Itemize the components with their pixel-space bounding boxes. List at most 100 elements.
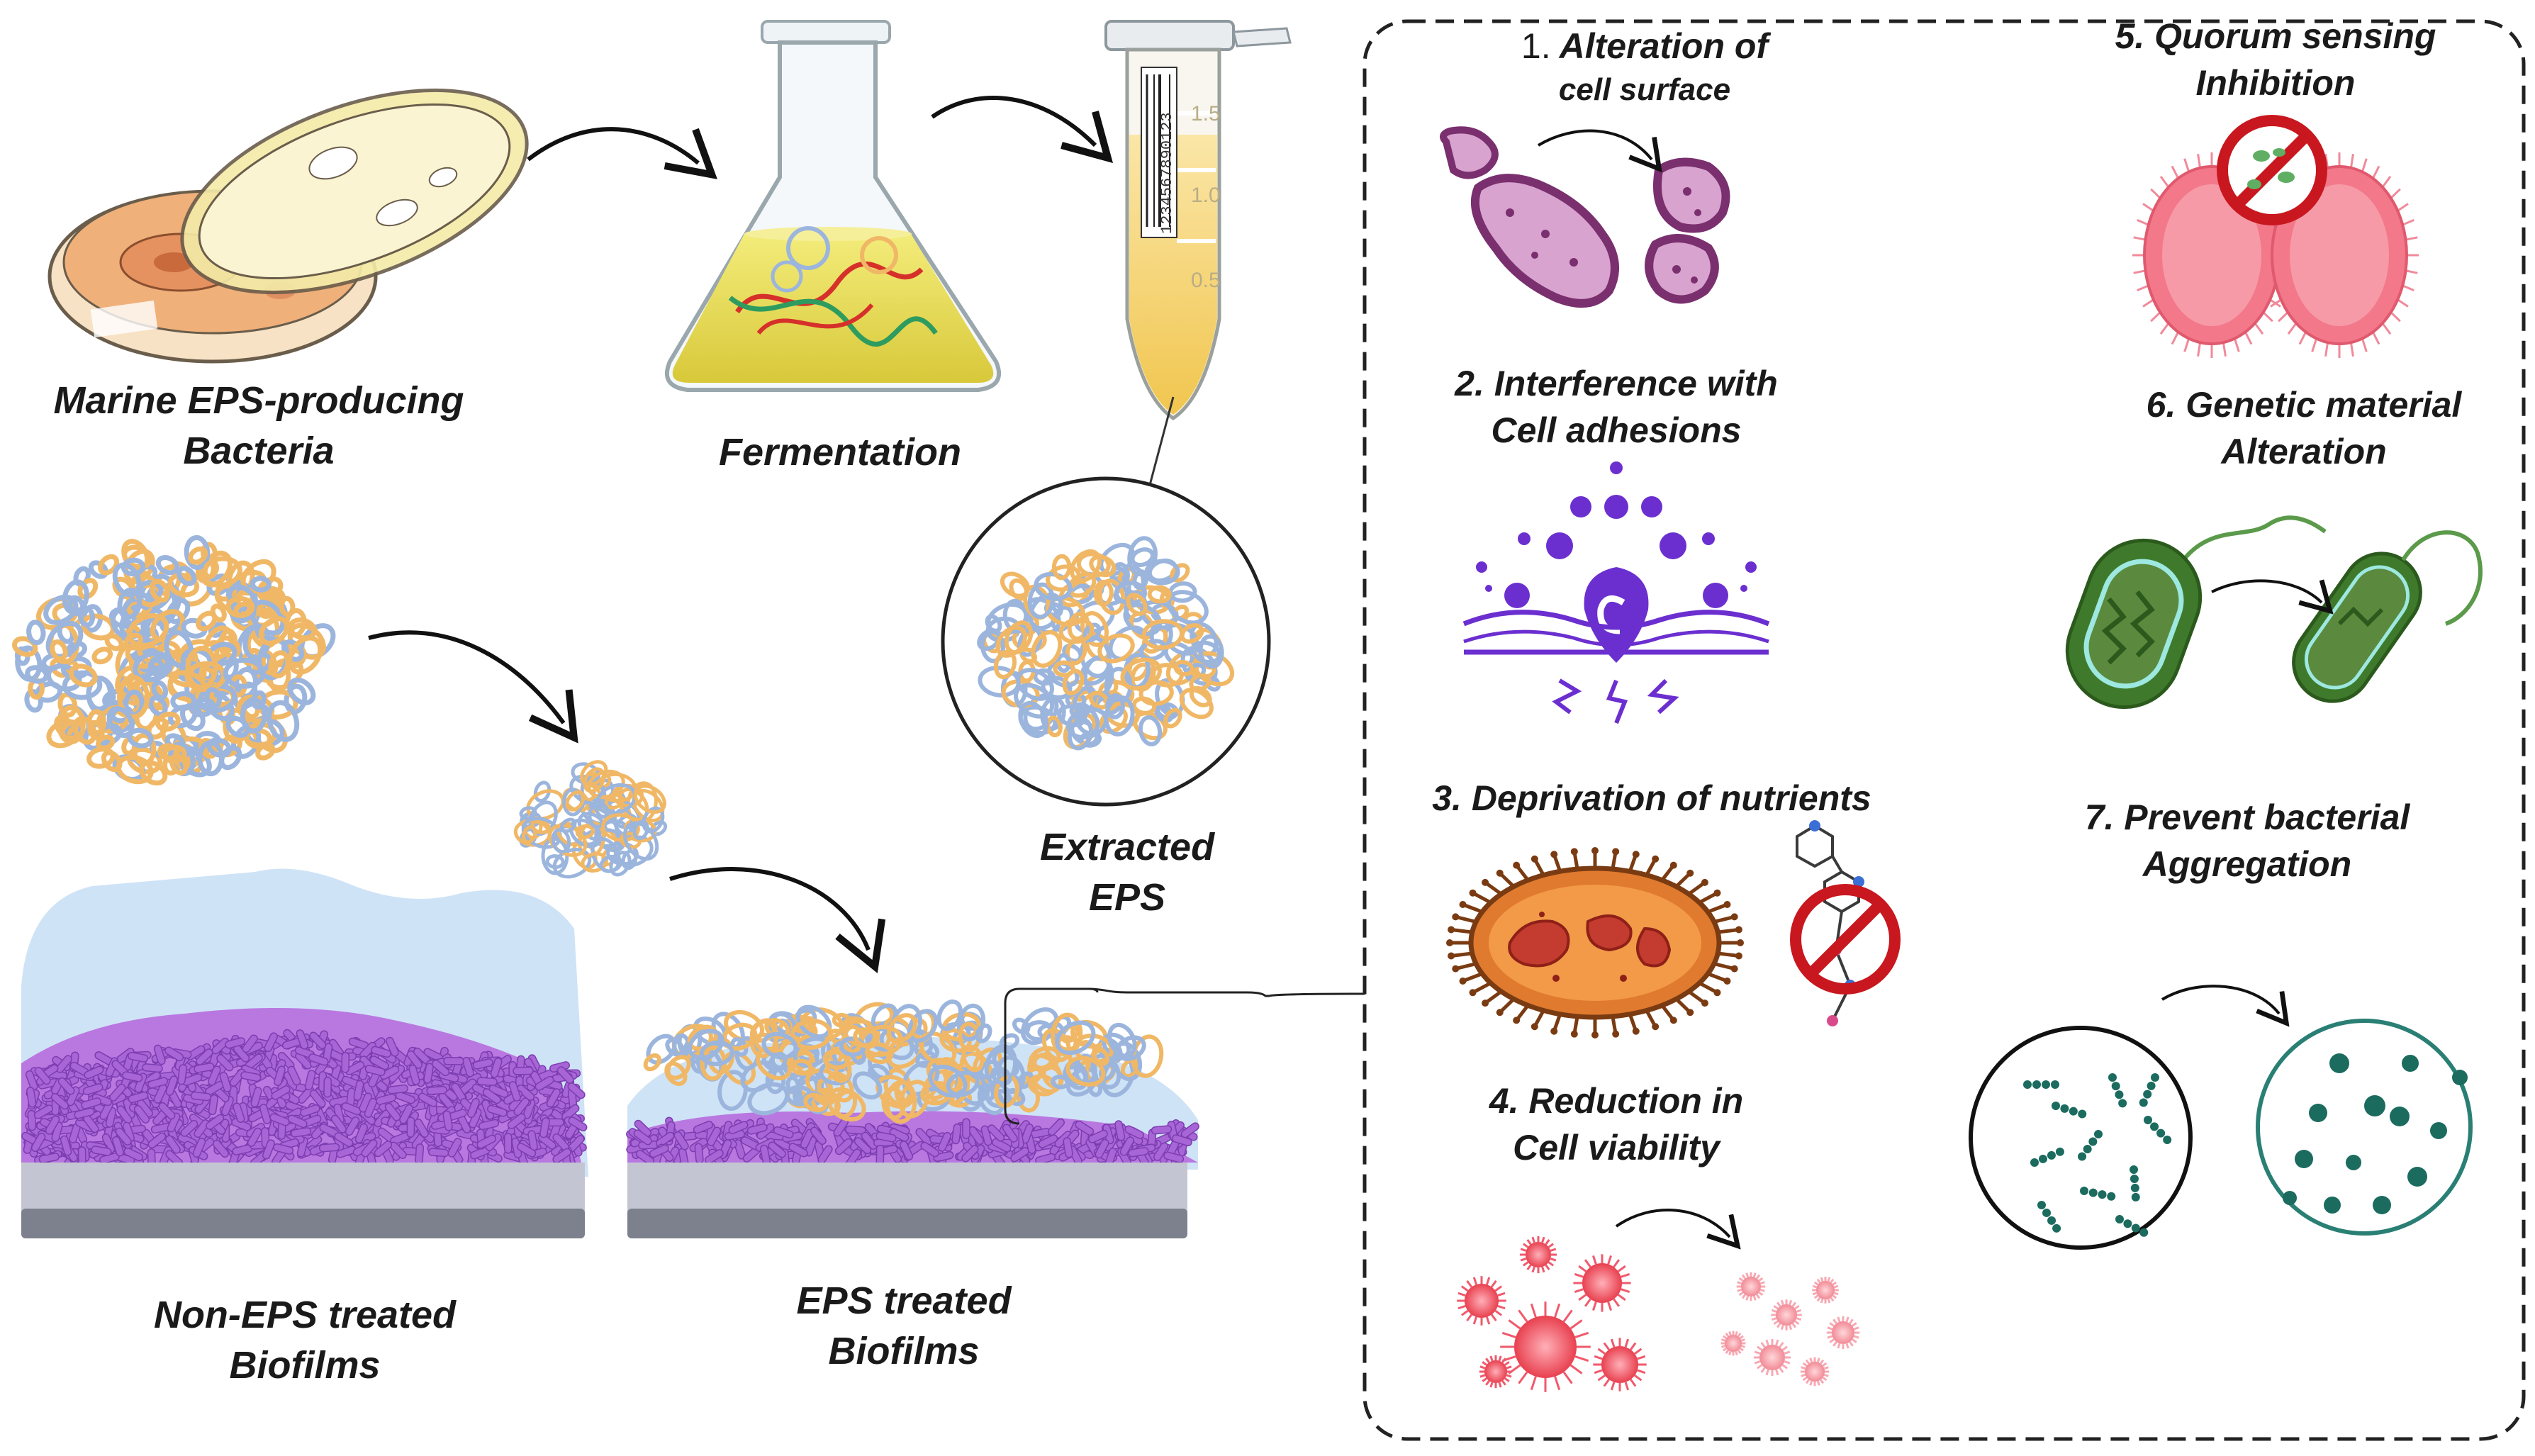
eps-strand: [1123, 603, 1163, 637]
bacterium-rod: [633, 1129, 652, 1146]
bacterium-rod: [426, 1085, 447, 1095]
cell-surface-alteration-icon: [1440, 126, 1730, 308]
bacterium-rod: [164, 1046, 184, 1062]
bacterium-rod: [649, 1144, 669, 1158]
bacterium-rod: [190, 1091, 212, 1102]
eps-strand: [60, 720, 86, 741]
eps-strand: [887, 1013, 918, 1043]
eps-strand: [533, 780, 552, 803]
eps-strand: [519, 806, 537, 820]
eps-strand: [936, 999, 963, 1031]
eps-strand: [1012, 1017, 1031, 1035]
bacterium-rod: [341, 1102, 362, 1116]
mechanism-2-line2: Cell adhesions: [1491, 410, 1742, 450]
petri-dish-icon: [47, 88, 529, 364]
mechanism-3-line1: 3. Deprivation of nutrients: [1432, 778, 1871, 818]
bacterium-rod: [330, 1114, 347, 1133]
eps-strand: [81, 604, 103, 633]
eps-strand: [1120, 657, 1162, 691]
bacterium-rod: [810, 1126, 827, 1146]
marine-label-line2: Bacteria: [183, 430, 335, 473]
bacterium-rod: [987, 1124, 1005, 1142]
bacterium-rod: [50, 1093, 69, 1110]
eps-strand: [1130, 547, 1155, 568]
bacterium-rod: [408, 1064, 420, 1085]
eps-strand: [1004, 620, 1034, 655]
bacterium-rod: [153, 1044, 166, 1065]
mechanism-5-line2: Inhibition: [2195, 63, 2356, 103]
bacterium-rod: [142, 1063, 163, 1073]
eps-strand: [530, 818, 551, 834]
eps-strand: [117, 675, 150, 719]
eps-strand: [1105, 693, 1125, 719]
eps-strand: [1114, 581, 1148, 605]
eps-strand: [1031, 629, 1063, 668]
bacterium-rod: [115, 1127, 132, 1146]
eps-strand: [583, 767, 606, 793]
eps-strand: [196, 610, 218, 632]
eps-strand: [569, 818, 602, 849]
bacterium-rod: [951, 1123, 962, 1145]
eps-strand: [121, 557, 146, 577]
bacterium-rod: [705, 1149, 724, 1165]
arrow-cell-surface: [1537, 129, 1662, 173]
eps-coating: [643, 999, 1164, 1124]
eps-strand: [1053, 660, 1075, 678]
prohibition-sign-icon: [1790, 884, 1901, 995]
mechanism-1-line2: cell surface: [1558, 72, 1731, 107]
eps-treated-label-line1: EPS treated: [796, 1279, 1012, 1322]
bacterium-rod: [673, 1131, 689, 1150]
eps-strand: [1051, 554, 1072, 581]
bacterium-rod: [273, 1143, 294, 1155]
eps-strand: [1017, 627, 1043, 657]
eps-strand: [632, 819, 649, 841]
eps-strand: [240, 697, 267, 734]
mechanism-5-line1: 5. Quorum sensing: [2115, 16, 2436, 56]
bacterium-rod: [221, 1096, 234, 1116]
bacterium-rod: [364, 1097, 377, 1119]
eps-strand: [1045, 564, 1082, 592]
bacterium-rod: [768, 1141, 786, 1158]
bacterium-rod: [369, 1055, 389, 1070]
eps-strand: [1138, 715, 1163, 746]
bacterium-rod: [773, 1126, 794, 1139]
extracted-eps-label: Extracted EPS: [978, 822, 1276, 924]
non-eps-biofilm-illustration: [21, 868, 588, 1238]
mechanism-6-line1: 6. Genetic material: [2146, 385, 2462, 425]
eps-cluster-small: [513, 760, 668, 879]
bacterium-rod: [122, 1071, 143, 1082]
bacterium-rod: [1151, 1125, 1173, 1135]
eps-strand: [104, 633, 124, 651]
eps-strand: [188, 546, 208, 565]
eps-strand: [287, 677, 316, 706]
arrow-to-tube: [931, 96, 1114, 163]
eps-strand: [975, 1023, 992, 1043]
bacterium-rod: [259, 1104, 272, 1125]
bacterium-rod: [219, 1072, 232, 1092]
bacterium-rod: [561, 1104, 580, 1121]
bacterium-rod: [247, 1127, 262, 1147]
eps-strand: [1058, 617, 1095, 644]
microcentrifuge-tube-icon: [1104, 20, 1292, 421]
bacterium-rod: [374, 1141, 393, 1158]
bacterium-rod: [57, 1077, 75, 1095]
bacterium-rod: [462, 1056, 474, 1077]
eps-strand: [740, 1060, 777, 1092]
bacterium-rod: [354, 1123, 369, 1143]
eps-strand: [62, 670, 103, 700]
bacterium-rod: [476, 1077, 498, 1087]
bacterium-rod: [353, 1080, 364, 1101]
tube-barcode-text: 1234567890123: [1158, 112, 1176, 234]
marine-label-line1: Marine EPS-producing: [53, 379, 464, 422]
bacterium-rod: [334, 1132, 354, 1148]
bacterium-rod: [539, 1117, 550, 1138]
bacterium-rod: [414, 1118, 429, 1138]
bacterium-rod: [318, 1143, 340, 1153]
mechanism-3-label: 3. Deprivation of nutrients: [1389, 775, 1914, 822]
bacterium-rod: [406, 1050, 423, 1069]
bacterium-rod: [962, 1118, 970, 1139]
eps-strand: [1144, 559, 1180, 586]
bacterium-rod: [208, 1094, 218, 1116]
eps-strand: [1163, 707, 1182, 729]
eps-strand: [25, 665, 49, 684]
